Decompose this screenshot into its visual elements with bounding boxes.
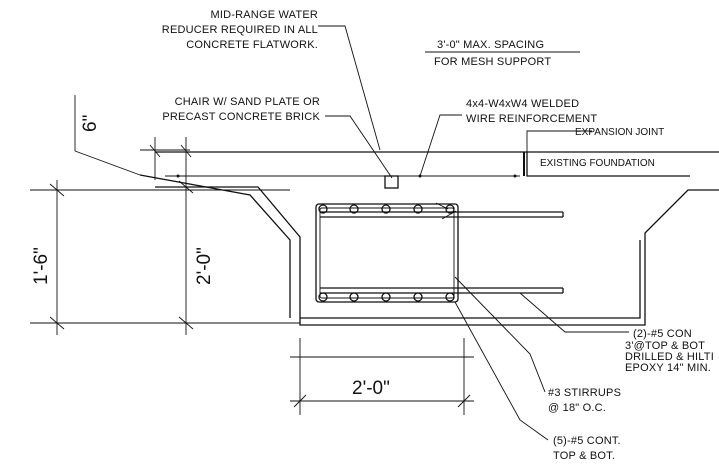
top-bars bbox=[318, 204, 455, 214]
svg-text:PRECAST CONCRETE BRICK: PRECAST CONCRETE BRICK bbox=[162, 111, 320, 123]
stirrup bbox=[315, 203, 459, 303]
note-expansion-joint: EXPANSION JOINT bbox=[575, 127, 664, 138]
note-mesh-support: 3'-0" MAX. SPACING FOR MESH SUPPORT bbox=[434, 39, 551, 68]
note-chair: CHAIR W/ SAND PLATE OR PRECAST CONCRETE … bbox=[162, 96, 320, 123]
note-water-reducer: MID-RANGE WATER REDUCER REQUIRED IN ALL … bbox=[162, 9, 318, 51]
svg-text:WIRE REINFORCEMENT: WIRE REINFORCEMENT bbox=[466, 113, 597, 125]
dim-slab-thickness: 6" bbox=[80, 115, 101, 132]
svg-text:FOR MESH SUPPORT: FOR MESH SUPPORT bbox=[434, 56, 551, 68]
note-wire-reinforcement: 4x4-W4xW4 WELDED WIRE REINFORCEMENT bbox=[466, 98, 597, 125]
bottom-bars bbox=[318, 292, 455, 302]
svg-text:TOP & BOT.: TOP & BOT. bbox=[553, 450, 615, 462]
svg-text:(2)-#5 CON: (2)-#5 CON bbox=[633, 328, 692, 340]
svg-text:CONCRETE FLATWORK.: CONCRETE FLATWORK. bbox=[186, 39, 318, 51]
note-dowels: (2)-#5 CON 3'@TOP & BOT DRILLED & HILTI … bbox=[625, 328, 714, 374]
svg-text:#3 STIRRUPS: #3 STIRRUPS bbox=[548, 387, 621, 399]
svg-text:@ 18" O.C.: @ 18" O.C. bbox=[548, 402, 606, 414]
svg-text:REDUCER REQUIRED IN ALL: REDUCER REQUIRED IN ALL bbox=[162, 24, 318, 36]
svg-text:3'-0" MAX. SPACING: 3'-0" MAX. SPACING bbox=[437, 39, 544, 51]
dowel-bars bbox=[320, 211, 564, 294]
note-continuous-bars: (5)-#5 CONT. TOP & BOT. bbox=[553, 435, 621, 462]
leader-lines bbox=[318, 25, 629, 441]
dim-total-depth: 1'-6" bbox=[31, 247, 52, 285]
concrete-outline bbox=[139, 151, 719, 326]
dimension-lines bbox=[30, 51, 580, 415]
svg-text:4x4-W4xW4 WELDED: 4x4-W4xW4 WELDED bbox=[466, 98, 579, 110]
svg-text:MID-RANGE WATER: MID-RANGE WATER bbox=[211, 9, 319, 21]
reinforcement bbox=[165, 174, 564, 303]
svg-text:(5)-#5 CONT.: (5)-#5 CONT. bbox=[553, 435, 621, 447]
chair-block bbox=[384, 175, 399, 189]
svg-text:EPOXY 14" MIN.: EPOXY 14" MIN. bbox=[625, 362, 711, 374]
svg-text:DRILLED & HILTI: DRILLED & HILTI bbox=[625, 351, 714, 363]
note-stirrups: #3 STIRRUPS @ 18" O.C. bbox=[548, 387, 621, 414]
dim-beam-depth: 2'-0" bbox=[194, 247, 215, 285]
note-existing-foundation: EXISTING FOUNDATION bbox=[540, 158, 655, 169]
svg-text:CHAIR W/ SAND PLATE OR: CHAIR W/ SAND PLATE OR bbox=[175, 96, 320, 108]
dim-beam-width: 2'-0" bbox=[352, 378, 390, 399]
svg-text:3'@TOP & BOT: 3'@TOP & BOT bbox=[625, 340, 705, 352]
